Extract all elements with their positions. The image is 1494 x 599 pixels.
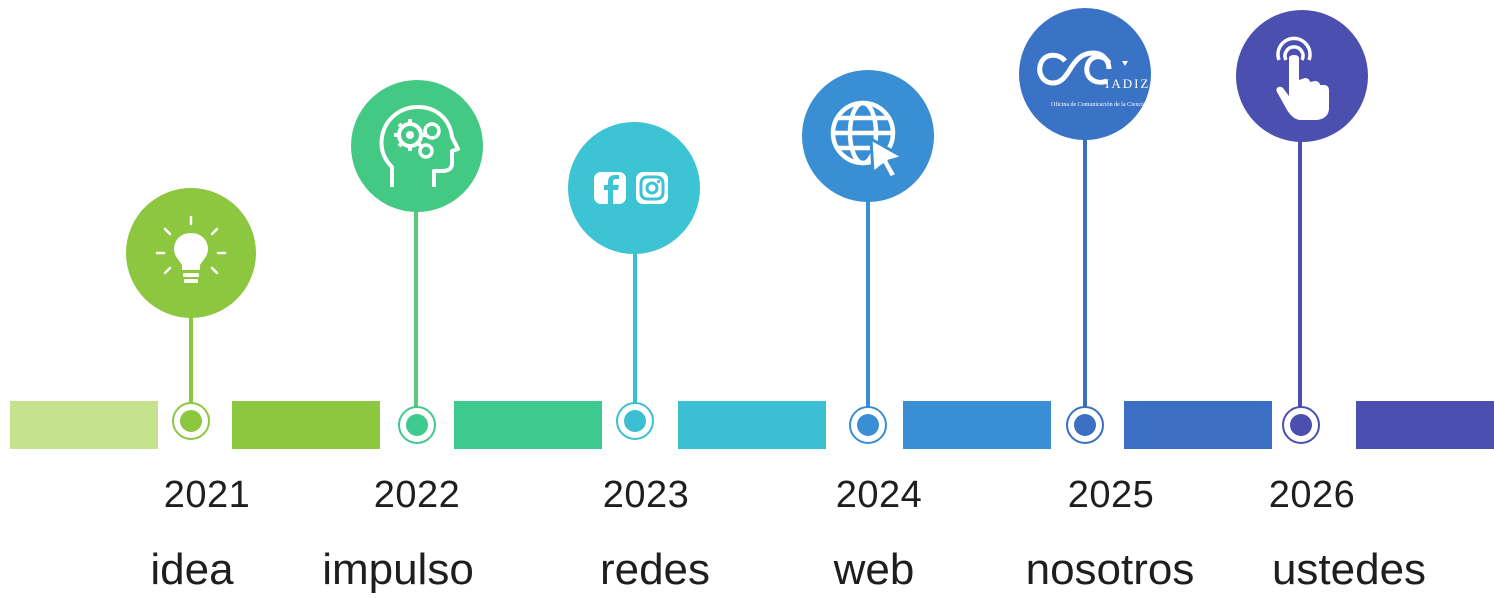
label-nosotros: nosotros	[1025, 545, 1195, 594]
timeline-segment-6	[1124, 401, 1272, 449]
stem-2022	[414, 210, 418, 414]
stem-2025	[1083, 140, 1087, 414]
stem-2026	[1298, 140, 1302, 414]
iadiza-logo-icon	[1037, 50, 1128, 86]
year-2022: 2022	[373, 474, 461, 516]
logo-subtitle: Oficina de Comunicación de la Ciencia	[1051, 102, 1146, 108]
timeline-segment-4	[678, 401, 826, 449]
head-gears-icon	[379, 105, 460, 187]
lightbulb-icon	[155, 215, 227, 283]
globe-cursor-icon	[830, 100, 905, 180]
timeline-segment-1	[10, 401, 158, 449]
year-2026: 2026	[1268, 474, 1356, 516]
circle-2021	[126, 188, 256, 318]
circle-2023	[568, 122, 700, 254]
social-media-icon	[594, 172, 668, 204]
year-2025: 2025	[1067, 474, 1155, 516]
timeline-segment-5	[903, 401, 1051, 449]
circle-2022	[351, 80, 483, 212]
marker-2025	[1066, 406, 1104, 444]
label-idea: idea	[150, 545, 234, 594]
label-impulso: impulso	[322, 545, 474, 594]
stem-2021	[189, 316, 193, 412]
stem-2024	[866, 200, 870, 414]
label-ustedes: ustedes	[1271, 545, 1427, 594]
year-2024: 2024	[835, 474, 923, 516]
circle-2024	[802, 70, 934, 202]
timeline-segment-7	[1356, 401, 1494, 449]
marker-2024	[849, 406, 887, 444]
timeline-segment-2	[232, 401, 380, 449]
circle-2025: IADIZA Oficina de Comunicación de la Cie…	[1019, 8, 1160, 140]
pointing-hand-icon	[1276, 36, 1329, 120]
marker-2026	[1282, 406, 1320, 444]
marker-2023	[616, 402, 654, 440]
stem-2023	[633, 245, 637, 412]
label-web: web	[833, 545, 915, 594]
marker-2021	[172, 402, 210, 440]
year-2023: 2023	[602, 474, 690, 516]
year-2021: 2021	[163, 474, 251, 516]
circle-2026	[1236, 10, 1368, 142]
logo-name: IADIZA	[1105, 76, 1162, 91]
marker-2022	[398, 406, 436, 444]
label-redes: redes	[599, 545, 711, 594]
timeline-segment-3	[454, 401, 602, 449]
